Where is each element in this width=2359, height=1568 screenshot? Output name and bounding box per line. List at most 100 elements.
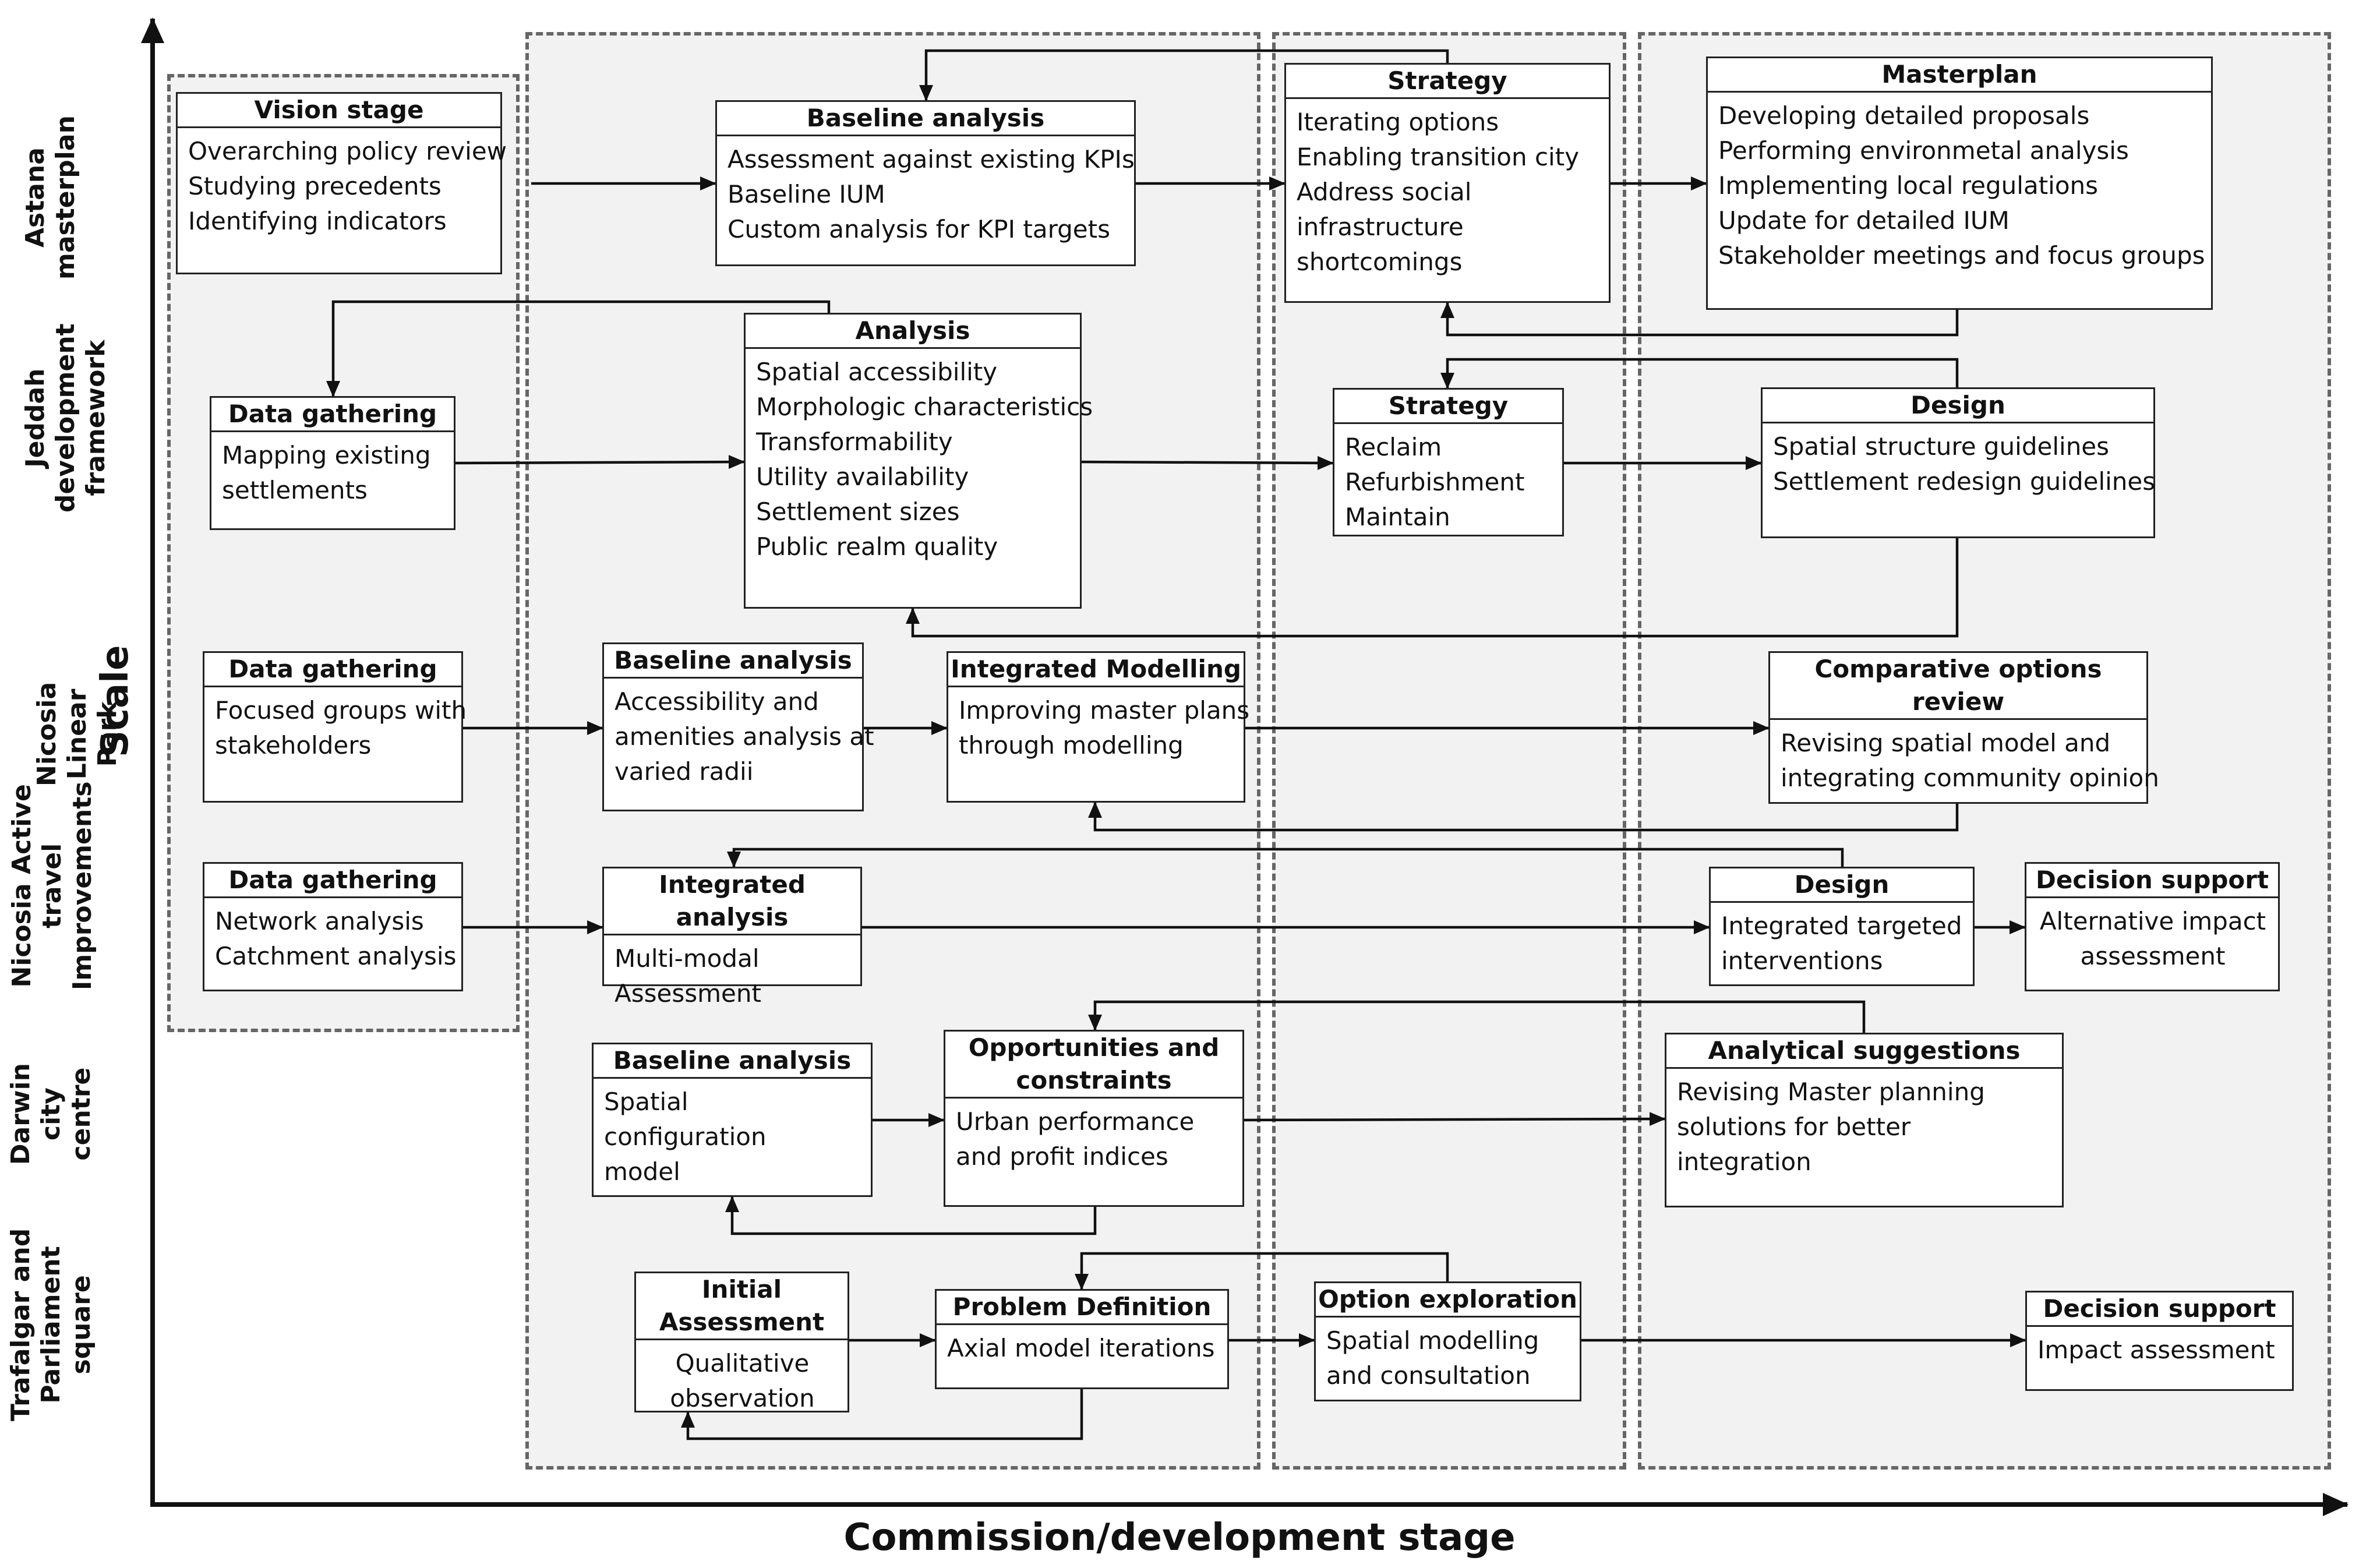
box-body-line: Spatial modelling bbox=[1326, 1326, 1539, 1355]
box-title-line: Problem Definition bbox=[952, 1292, 1212, 1321]
box-title: Strategy bbox=[1334, 390, 1562, 424]
box-title-line: Baseline analysis bbox=[614, 646, 852, 674]
box-body-line: assessment bbox=[2080, 942, 2226, 970]
box-title-line: Strategy bbox=[1388, 391, 1509, 420]
box-body-line: Alternative impact bbox=[2039, 907, 2266, 935]
box-body-line: model bbox=[604, 1157, 680, 1186]
box-body: Impact assessment bbox=[2027, 1327, 2292, 1368]
box-title: Decision support bbox=[2026, 864, 2278, 898]
box-title-line: Baseline analysis bbox=[613, 1046, 852, 1075]
box-title-line: Data gathering bbox=[228, 655, 437, 683]
box-title-line: Option exploration bbox=[1318, 1285, 1577, 1313]
box-body-line: Assessment bbox=[615, 979, 761, 1008]
box-body-line: Revising spatial model and bbox=[1781, 729, 2111, 757]
box-title: Integrated Modelling bbox=[948, 653, 1244, 687]
box-body-line: Utility availability bbox=[756, 462, 969, 491]
box-body-line: Studying precedents bbox=[188, 172, 442, 200]
box-title-line: Analysis bbox=[855, 316, 970, 345]
box-body-line: Spatial bbox=[604, 1087, 688, 1116]
box-body-line: Improving master plans bbox=[959, 696, 1250, 725]
box-body-line: Refurbishment bbox=[1345, 468, 1525, 496]
box-body-line: Update for detailed IUM bbox=[1718, 206, 2010, 235]
box-body-line: Assessment against existing KPIs bbox=[728, 145, 1135, 174]
box-body-line: Overarching policy review bbox=[188, 137, 507, 165]
box-title-line: Masterplan bbox=[1881, 60, 2037, 89]
row-label-line: Parliament bbox=[36, 1246, 66, 1404]
row-label-line: masterplan bbox=[51, 115, 80, 280]
box-body-line: Network analysis bbox=[215, 907, 424, 935]
box-title: Analysis bbox=[746, 315, 1080, 349]
box-body-line: infrastructure bbox=[1297, 213, 1464, 241]
box-title-line: constraints bbox=[1016, 1066, 1172, 1094]
box-body-line: Focused groups with bbox=[215, 696, 467, 725]
row-label-line: Jeddah bbox=[20, 368, 50, 468]
box-body-line: Identifying indicators bbox=[188, 207, 447, 235]
row-label-line: Nicosia Active bbox=[7, 784, 37, 988]
box-body-line: Performing environmetal analysis bbox=[1718, 136, 2129, 165]
box-body: Alternative impact assessment bbox=[2026, 898, 2278, 974]
box-title-line: Integrated analysis bbox=[659, 870, 806, 931]
box-title: Analytical suggestions bbox=[1666, 1034, 2062, 1069]
box-title-line: Baseline analysis bbox=[806, 104, 1045, 132]
box-body-line: Mapping existing bbox=[222, 441, 431, 469]
box-title: Baseline analysis bbox=[604, 644, 862, 679]
box-body-line: Settlement redesign guidelines bbox=[1773, 467, 2156, 496]
row-label-line: centre bbox=[66, 1067, 96, 1161]
box-body-line: stakeholders bbox=[215, 731, 372, 760]
box-body-line: shortcomings bbox=[1297, 248, 1463, 276]
row-label-line: Astana bbox=[20, 147, 50, 248]
box-body-line: Impact assessment bbox=[2037, 1336, 2275, 1364]
box-body-line: settlements bbox=[222, 476, 368, 504]
box-body: Spatial configuration model bbox=[594, 1079, 871, 1189]
box-title-line: Comparative options review bbox=[1814, 655, 2102, 716]
box-body-line: Spatial structure guidelines bbox=[1773, 432, 2110, 461]
box-title-line: Vision stage bbox=[254, 96, 424, 124]
box-title: Comparative options review bbox=[1770, 653, 2146, 720]
row-label-line: travel bbox=[37, 843, 67, 928]
box-body: Focused groups with stakeholders bbox=[204, 687, 467, 763]
box-body-line: Axial model iterations bbox=[947, 1334, 1215, 1362]
row-label-line: city bbox=[36, 1087, 66, 1140]
box-body-line: Reclaim bbox=[1345, 433, 1442, 461]
box-title-line: Assessment bbox=[659, 1308, 825, 1336]
box-body-line: Accessibility and bbox=[615, 687, 819, 716]
row-label-line: Trafalgar and bbox=[6, 1228, 36, 1421]
box-body-line: Multi-modal bbox=[615, 944, 760, 973]
box-body-line: Settlement sizes bbox=[756, 497, 960, 526]
box-body-line: and profit indices bbox=[956, 1142, 1168, 1171]
box-title-line: Data gathering bbox=[228, 400, 437, 428]
box-title: Design bbox=[1711, 868, 1973, 903]
box-body-line: amenities analysis at bbox=[615, 722, 874, 751]
box-title-line: Decision support bbox=[2043, 1294, 2276, 1323]
box-body-line: Transformability bbox=[756, 428, 953, 456]
box-title: Strategy bbox=[1286, 65, 1609, 99]
box-body-line: Stakeholder meetings and focus groups bbox=[1718, 241, 2205, 270]
box-body-line: Address social bbox=[1297, 178, 1472, 206]
box-body-line: Maintain bbox=[1345, 503, 1450, 531]
box-body: Axial model iterations bbox=[937, 1325, 1227, 1366]
box-body-line: configuration bbox=[604, 1122, 767, 1151]
box-title: Masterplan bbox=[1708, 58, 2211, 93]
box-title: Vision stage bbox=[178, 94, 500, 128]
box-body-line: integration bbox=[1677, 1147, 1811, 1176]
box-body-line: Public realm quality bbox=[756, 532, 998, 561]
